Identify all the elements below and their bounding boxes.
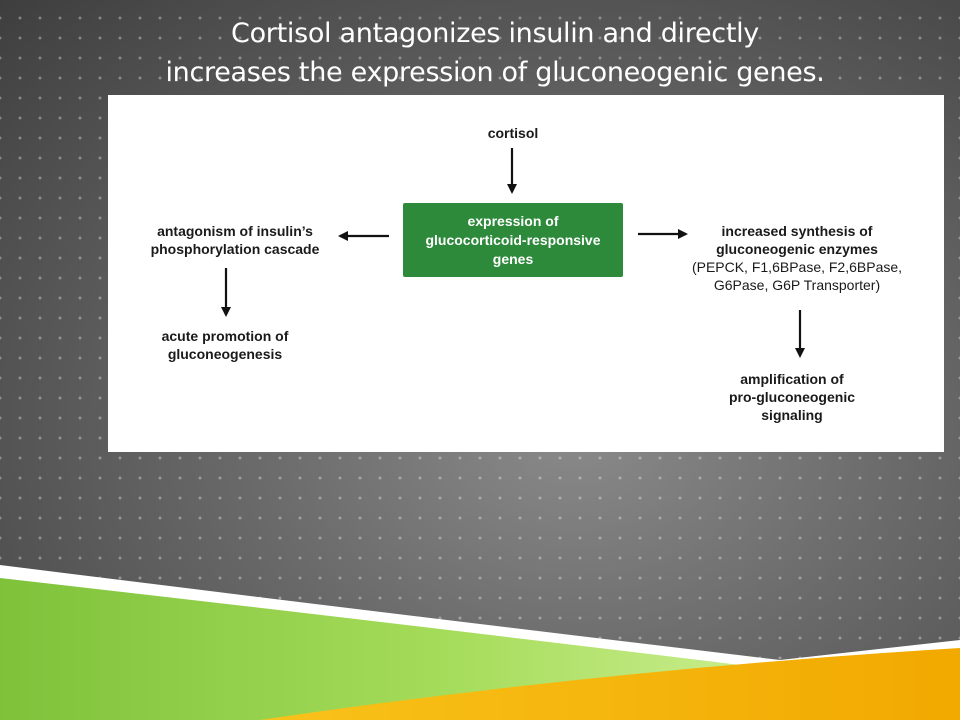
left-line-2: phosphorylation cascade (150, 241, 320, 257)
left-bottom-line-2: gluconeogenesis (167, 346, 283, 362)
yellow-wave (260, 648, 960, 720)
signaling-amplification-node: amplification of pro-gluconeogenic signa… (702, 370, 882, 424)
acute-gluconeogenesis-node: acute promotion of gluconeogenesis (130, 327, 320, 363)
right-line-3: (PEPCK, F1,6BPase, F2,6BPase, (691, 259, 903, 275)
right-line-4: G6Pase, G6P Transporter) (713, 277, 881, 293)
title-line-2: increases the expression of gluconeogeni… (165, 57, 825, 88)
cortisol-label: cortisol (487, 125, 539, 141)
cortisol-node: cortisol (453, 124, 573, 142)
right-bottom-line-1: amplification of (740, 371, 844, 387)
title-line-1: Cortisol antagonizes insulin and directl… (231, 18, 759, 49)
slide-title: Cortisol antagonizes insulin and directl… (60, 14, 930, 92)
center-line-1: expression of (467, 212, 559, 229)
center-line-2: glucocorticoid-responsive (425, 231, 601, 248)
right-line-1: increased synthesis of (721, 223, 873, 239)
right-line-2: gluconeogenic enzymes (716, 241, 878, 257)
left-line-1: antagonism of insulin’s (157, 223, 313, 239)
center-line-3: genes (492, 250, 534, 267)
left-bottom-line-1: acute promotion of (161, 328, 289, 344)
right-bottom-line-3: signaling (761, 407, 823, 423)
right-bottom-line-2: pro-gluconeogenic (729, 389, 855, 405)
gene-expression-box: expression of glucocorticoid-responsive … (403, 203, 623, 277)
insulin-antagonism-node: antagonism of insulin’s phosphorylation … (130, 222, 340, 258)
enzyme-synthesis-node: increased synthesis of gluconeogenic enz… (662, 222, 932, 294)
